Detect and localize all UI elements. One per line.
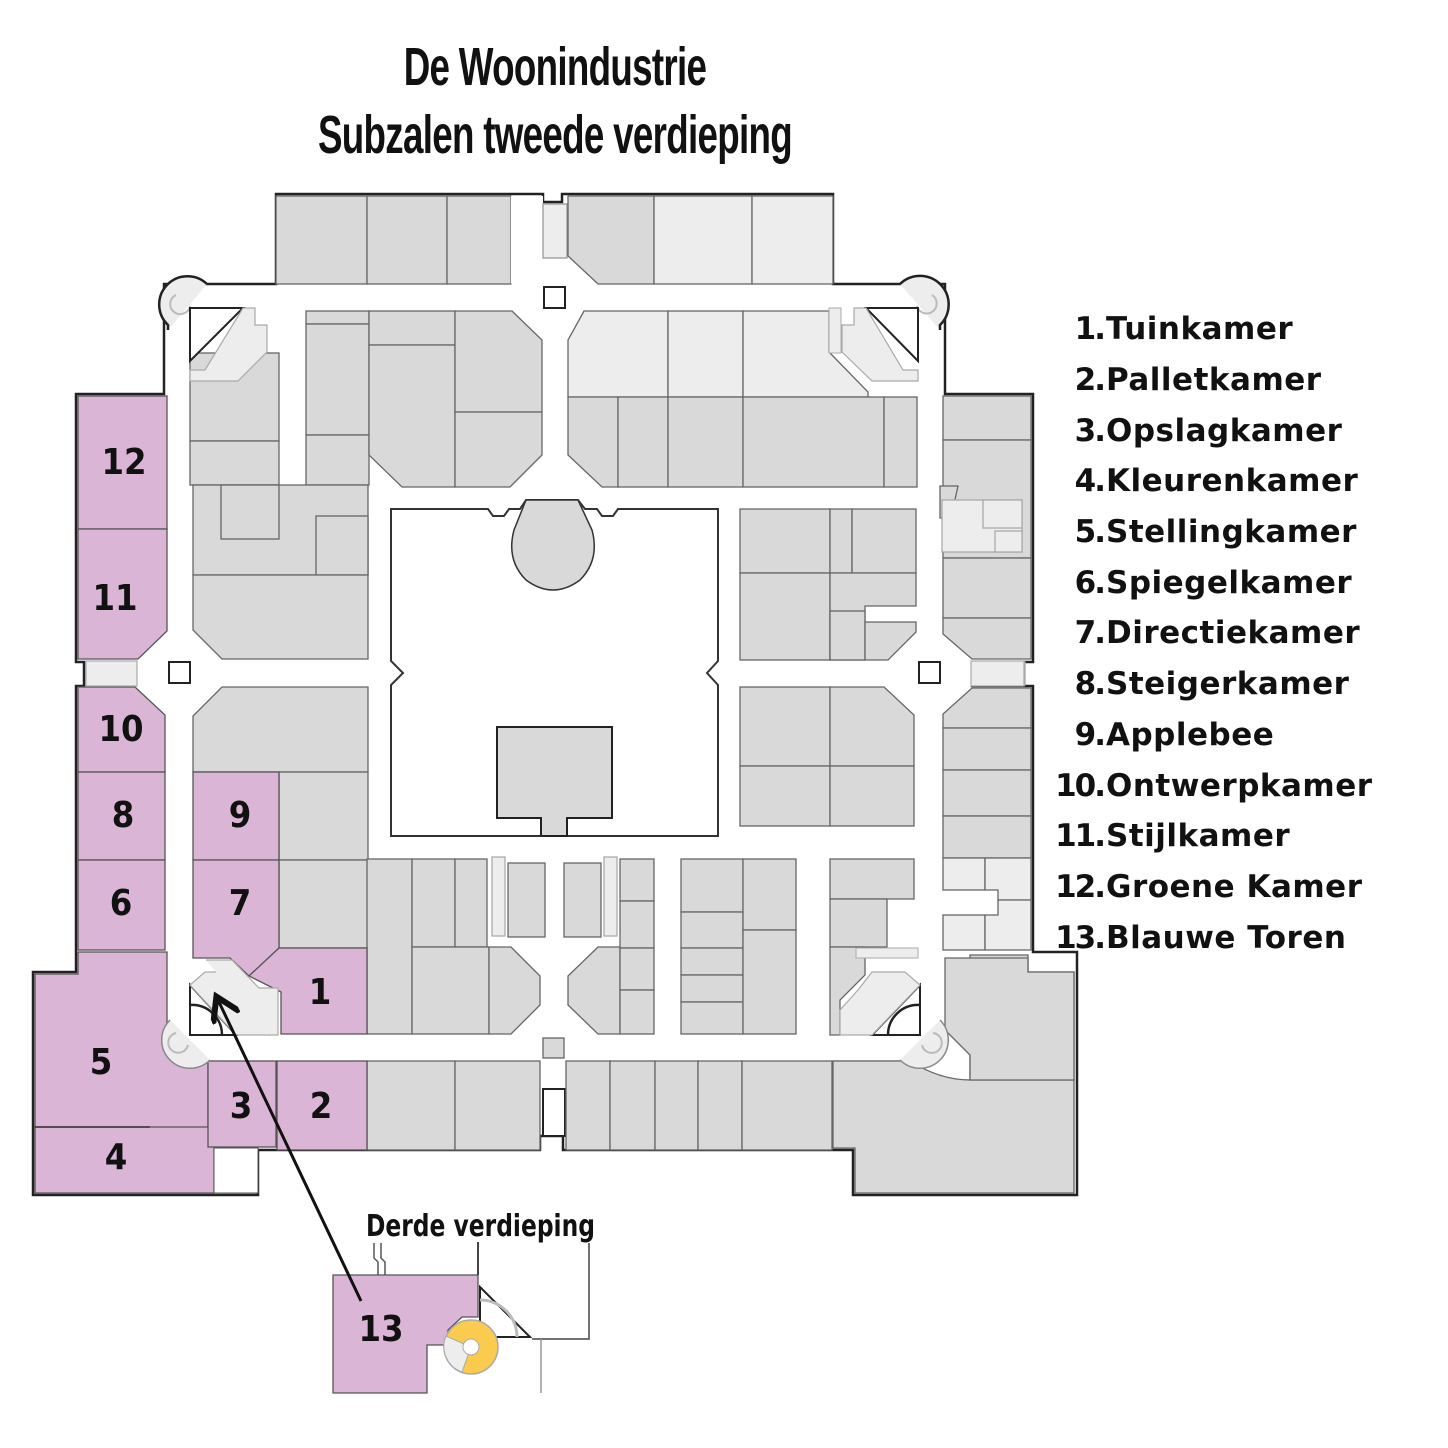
- map-title: De Woonindustrie: [403, 37, 707, 97]
- legend-number: 11.: [1055, 818, 1106, 855]
- legend-item: 3.Opslagkamer: [1048, 405, 1373, 456]
- room-label-12: 12: [101, 442, 146, 483]
- room-3: [207, 1060, 277, 1148]
- legend-item: 7.Directiekamer: [1048, 608, 1373, 659]
- room-gap: [213, 1147, 259, 1194]
- room-label-3: 3: [230, 1086, 253, 1127]
- rooms-highlighted: [34, 395, 479, 1394]
- room-label-11: 11: [92, 578, 137, 619]
- room-label-6: 6: [110, 883, 133, 924]
- room-11: [77, 528, 168, 660]
- legend-item: 9.Applebee: [1048, 710, 1373, 761]
- legend-item: 8.Steigerkamer: [1048, 659, 1373, 710]
- room-label-13: 13: [358, 1309, 403, 1350]
- room-2: [276, 1060, 368, 1151]
- legend-label: Tuinkamer: [1106, 311, 1294, 348]
- legend-label: Palletkamer: [1106, 362, 1322, 399]
- room-label-7: 7: [229, 883, 252, 924]
- legend-label: Spiegelkamer: [1106, 564, 1353, 601]
- legend-item: 5.Stellingkamer: [1048, 507, 1373, 558]
- room-label-1: 1: [309, 972, 332, 1013]
- room-label-2: 2: [310, 1086, 333, 1127]
- room-label-10: 10: [98, 709, 143, 750]
- legend-item: 13.Blauwe Toren: [1048, 912, 1373, 963]
- legend-label: Directiekamer: [1106, 615, 1361, 652]
- legend-label: Kleurenkamer: [1106, 463, 1359, 500]
- legend-item: 6.Spiegelkamer: [1048, 557, 1373, 608]
- tower-top-left: [158, 274, 268, 382]
- legend-label: Stellingkamer: [1106, 514, 1357, 551]
- room-10: [77, 686, 166, 773]
- legend-number: 12.: [1055, 868, 1106, 905]
- legend-label: Stijlkamer: [1106, 818, 1291, 855]
- third-floor-inset: Derde verdieping: [366, 1209, 595, 1393]
- fountain-shape: [511, 499, 595, 591]
- legend-number: 7.: [1074, 615, 1106, 652]
- legend-item: 12.Groene Kamer: [1048, 862, 1373, 913]
- legend-item: 10.Ontwerpkamer: [1048, 760, 1373, 811]
- central-building: [496, 726, 613, 837]
- room-label-9: 9: [229, 795, 252, 836]
- legend-number: 2.: [1074, 362, 1106, 399]
- legend-label: Blauwe Toren: [1106, 919, 1347, 956]
- pillars: [168, 286, 941, 684]
- room-9: [192, 771, 280, 861]
- room-label-4: 4: [105, 1137, 128, 1178]
- legend-number: 10.: [1055, 767, 1106, 804]
- legend-label: Applebee: [1106, 716, 1275, 753]
- arrow-icon: [219, 1002, 363, 1302]
- legend-number: 8.: [1074, 666, 1106, 703]
- legend-number: 1.: [1074, 311, 1106, 348]
- legend-number: 5.: [1074, 514, 1106, 551]
- map-subtitle: Subzalen tweede verdieping: [317, 105, 793, 165]
- tower-top-right: [828, 274, 950, 382]
- room-1: [247, 947, 368, 1035]
- legend-item: 2.Palletkamer: [1048, 355, 1373, 406]
- legend-number: 9.: [1074, 716, 1106, 753]
- legend-item: 1.Tuinkamer: [1048, 304, 1373, 355]
- room-6: [77, 859, 166, 951]
- tower-bottom-right: [839, 947, 950, 1070]
- legend: 1.Tuinkamer 2.Palletkamer 3.Opslagkamer …: [1048, 304, 1373, 963]
- legend-number: 3.: [1074, 412, 1106, 449]
- legend-item: 4.Kleurenkamer: [1048, 456, 1373, 507]
- legend-label: Groene Kamer: [1106, 868, 1363, 905]
- legend-label: Ontwerpkamer: [1106, 767, 1373, 804]
- legend-number: 4.: [1074, 463, 1106, 500]
- third-floor-label: Derde verdieping: [366, 1209, 595, 1244]
- legend-number: 6.: [1074, 564, 1106, 601]
- legend-label: Opslagkamer: [1106, 412, 1343, 449]
- room-12: [77, 395, 168, 530]
- courtyard: [390, 499, 719, 837]
- rooms-gray: [189, 195, 1075, 1194]
- legend-number: 13.: [1055, 919, 1106, 956]
- legend-item: 11.Stijlkamer: [1048, 811, 1373, 862]
- legend-label: Steigerkamer: [1106, 666, 1350, 703]
- room-label-5: 5: [90, 1042, 113, 1083]
- room-labels: 12 11 10 8 6 9 7 1 5 4 3 2 13: [90, 442, 404, 1350]
- room-label-8: 8: [112, 795, 135, 836]
